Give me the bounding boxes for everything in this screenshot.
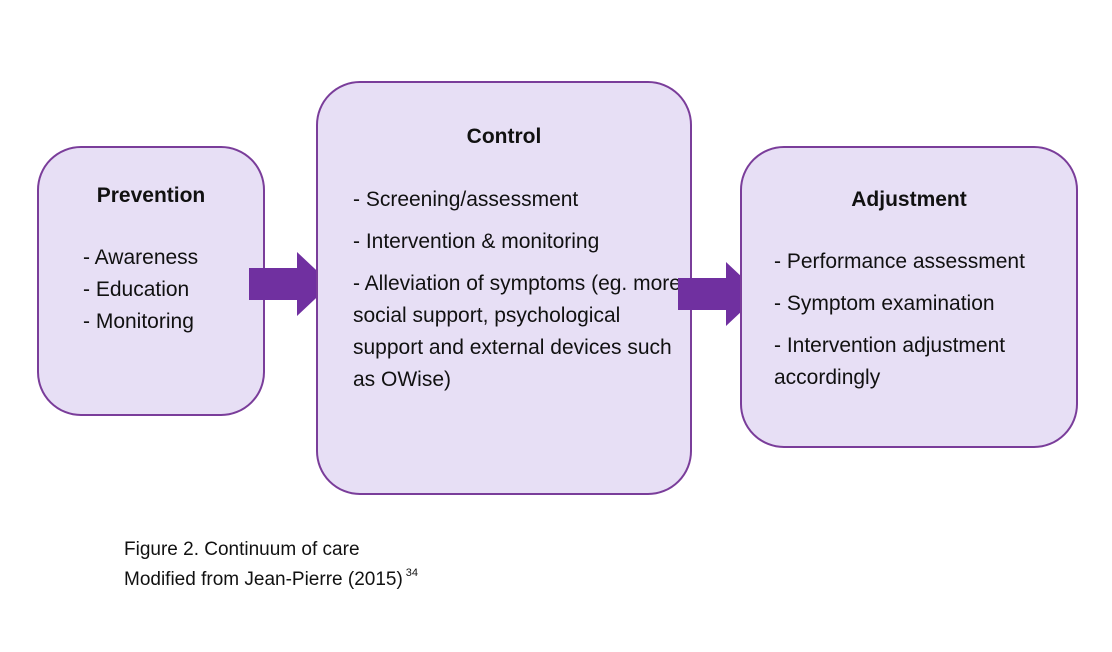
prevention-title: Prevention — [96, 184, 206, 207]
adjustment-list: - Performance assessment - Symptom exami… — [774, 246, 1074, 394]
control-box: Control - Screening/assessment - Interve… — [316, 81, 692, 495]
adjustment-title: Adjustment — [851, 188, 967, 211]
control-item-alleviation: - Alleviation of symptoms (eg. more soci… — [353, 272, 681, 391]
adjustment-item-performance: - Performance assessment — [774, 250, 1025, 273]
figure-caption: Figure 2. Continuum of care — [124, 539, 360, 560]
prevention-item-monitoring: - Monitoring — [83, 310, 194, 333]
prevention-item-education: - Education — [83, 278, 190, 301]
control-list: - Screening/assessment - Intervention & … — [353, 184, 683, 396]
right-arrow-icon — [249, 252, 331, 316]
figure-source: Modified from Jean-Pierre (2015)34 — [124, 567, 418, 591]
prevention-item-awareness: - Awareness — [83, 246, 199, 269]
adjustment-item-intervention: - Intervention adjustment accordingly — [774, 334, 1006, 389]
control-item-intervention: - Intervention & monitoring — [353, 230, 600, 253]
adjustment-item-symptom: - Symptom examination — [774, 292, 995, 315]
reference-number: 34 — [405, 567, 419, 579]
prevention-list: - Awareness - Education - Monitoring — [83, 242, 263, 338]
figure-source-text: Modified from Jean-Pierre (2015) — [124, 569, 403, 590]
right-arrow-icon — [678, 262, 760, 326]
adjustment-box: Adjustment - Performance assessment - Sy… — [740, 146, 1078, 448]
control-item-screening: - Screening/assessment — [353, 188, 579, 211]
prevention-box: Prevention - Awareness - Education - Mon… — [37, 146, 265, 416]
control-title: Control — [466, 125, 542, 148]
